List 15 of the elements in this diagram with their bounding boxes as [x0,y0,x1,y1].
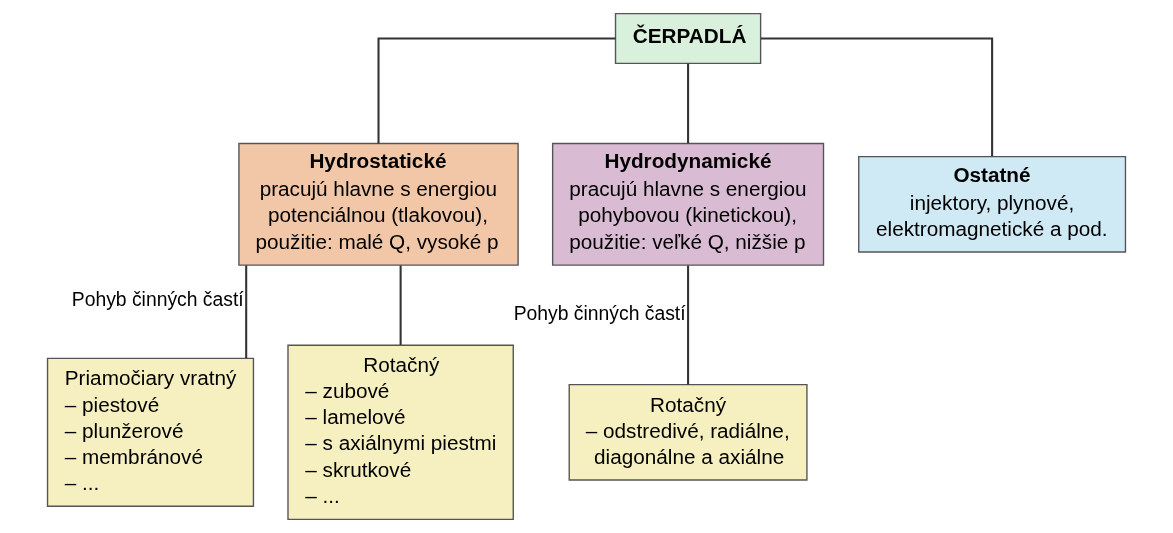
node-box: Ostatné injektory, plynové, elektromagnetické a pod. [858,155,1127,253]
connector [377,37,616,144]
node-box: Priamočiary vratný – piestové – plunžerové – membránové – ... [46,357,255,507]
connector [687,63,690,144]
connector [245,265,248,359]
node-box: Rotačný – odstredivé, radiálne, diagonálne a axiálne [568,383,808,481]
edge-label: Pohyb činných častí [71,288,244,311]
connector [760,37,994,157]
connector [687,265,690,385]
connector [399,265,402,345]
node-box: Hydrostatické pracujú hlavne s energiou potenciálnou (tlakovou), použitie: malé Q, vysoké p [238,142,519,266]
node-box: Hydrodynamické pracujú hlavne s energiou pohybovou (kinetickou), použitie: veľké Q, nižšie p [551,142,825,266]
edge-label: Pohyb činných častí [513,301,686,324]
node-box: ČERPADLÁ [614,12,762,65]
node-box: Rotačný – zubové – lamelové – s axiálnymi piestmi – skrutkové – ... [287,344,514,521]
